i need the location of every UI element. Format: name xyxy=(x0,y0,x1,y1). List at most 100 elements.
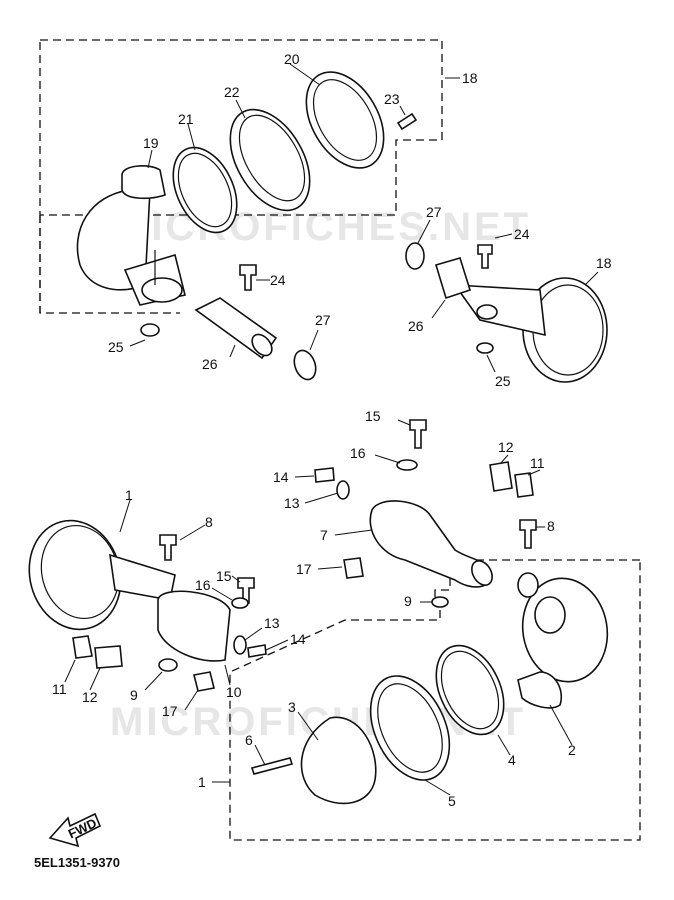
leader-16a xyxy=(211,587,233,601)
bolt-8-right xyxy=(519,519,537,549)
leader-9a xyxy=(144,671,163,691)
leader-19 xyxy=(147,149,153,169)
label-23: 23 xyxy=(384,91,400,107)
label-2: 2 xyxy=(568,742,576,758)
label-9-b: 9 xyxy=(404,593,412,609)
mount-right xyxy=(476,304,498,320)
leader-11b xyxy=(527,469,541,476)
leader-15a xyxy=(231,575,241,583)
assembly-18-rear-right xyxy=(405,219,608,383)
rim-22-inner xyxy=(238,114,306,202)
bolt-24-left xyxy=(239,264,257,291)
label-19: 19 xyxy=(143,135,159,151)
leader-17a xyxy=(184,689,199,711)
label-3: 3 xyxy=(288,699,296,715)
socket-1-right xyxy=(534,596,566,634)
label-25-a: 25 xyxy=(108,339,124,355)
nut-25-left xyxy=(140,323,160,337)
label-12-a: 12 xyxy=(82,689,98,705)
label-26-b: 26 xyxy=(408,318,424,334)
leader-25b xyxy=(486,354,496,373)
label-15-b: 15 xyxy=(365,408,381,424)
label-8-b: 8 xyxy=(547,518,555,534)
label-11-a: 11 xyxy=(52,681,67,697)
leader-7 xyxy=(334,529,373,536)
label-18-a: 18 xyxy=(462,70,478,86)
label-20: 20 xyxy=(284,51,300,67)
leader-22 xyxy=(235,99,246,119)
leader-14a xyxy=(265,639,289,651)
leader-6 xyxy=(254,744,266,766)
bulb-19 xyxy=(121,165,166,200)
leader-26b xyxy=(431,299,446,319)
label-17-a: 17 xyxy=(162,703,178,719)
leader-23 xyxy=(399,105,406,116)
part-labels: 20 22 21 19 23 18 24 25 26 27 27 24 18 2… xyxy=(52,51,612,809)
bolt-14-left xyxy=(247,644,267,658)
label-14-b: 14 xyxy=(273,469,289,485)
label-1-a: 1 xyxy=(125,487,133,503)
label-24-a: 24 xyxy=(270,272,286,288)
label-16-a: 16 xyxy=(195,577,211,593)
stem-right xyxy=(453,284,546,337)
washer-13-right xyxy=(336,480,350,500)
fwd-label: FWD xyxy=(66,815,99,841)
leader-21 xyxy=(187,123,196,151)
bolt-15-right xyxy=(409,419,427,449)
label-12-b: 12 xyxy=(498,439,514,455)
leader-3 xyxy=(297,711,319,741)
housing-20 xyxy=(305,71,385,169)
label-11-b: 11 xyxy=(530,455,545,471)
shaft-26-left-end xyxy=(251,333,273,357)
label-15-a: 15 xyxy=(216,568,232,584)
bolt-14-right xyxy=(314,467,335,483)
mount-1-right xyxy=(517,572,539,598)
cap-11-left xyxy=(72,635,93,659)
label-21: 21 xyxy=(178,111,194,127)
leader-2 xyxy=(549,704,573,746)
washer-27-right xyxy=(405,242,425,270)
gasket-4 xyxy=(435,644,505,736)
label-18-b: 18 xyxy=(596,255,612,271)
screw-6 xyxy=(250,757,294,775)
washer-27-left xyxy=(293,349,317,381)
leader-12b xyxy=(499,454,509,465)
label-16-b: 16 xyxy=(350,445,366,461)
label-13-b: 13 xyxy=(284,495,300,511)
label-27-b: 27 xyxy=(426,204,442,220)
label-14-a: 14 xyxy=(290,631,306,647)
leader-13a xyxy=(244,627,263,641)
leader-20 xyxy=(289,63,321,86)
label-4: 4 xyxy=(508,752,516,768)
assembly-18-rear-left xyxy=(39,39,460,381)
bracket-10 xyxy=(157,590,231,662)
leader-12a xyxy=(89,667,101,691)
gasket-4-inner xyxy=(440,650,500,730)
label-24-b: 24 xyxy=(514,226,530,242)
rim-5 xyxy=(369,675,451,781)
rim-5-inner xyxy=(377,683,443,773)
label-26-a: 26 xyxy=(202,356,218,372)
leader-5 xyxy=(424,779,451,796)
screw-23 xyxy=(396,112,418,131)
spacer-12-right xyxy=(489,461,513,492)
label-6: 6 xyxy=(245,732,253,748)
leader-13b xyxy=(304,492,339,504)
leader-27b xyxy=(417,219,431,244)
nut-17-left xyxy=(193,671,215,692)
gasket-21 xyxy=(172,146,238,234)
leader-18b xyxy=(584,271,599,286)
leader-15b xyxy=(397,419,411,426)
label-27-a: 27 xyxy=(315,312,331,328)
bulb-2 xyxy=(517,671,562,709)
nut-9-right xyxy=(431,596,449,608)
label-5: 5 xyxy=(448,793,456,809)
spacer-12-left xyxy=(94,645,123,669)
label-8-a: 8 xyxy=(205,514,213,530)
washer-16-left xyxy=(231,597,249,609)
leader-17b xyxy=(317,566,343,570)
label-9-a: 9 xyxy=(130,687,138,703)
label-13-a: 13 xyxy=(264,615,280,631)
